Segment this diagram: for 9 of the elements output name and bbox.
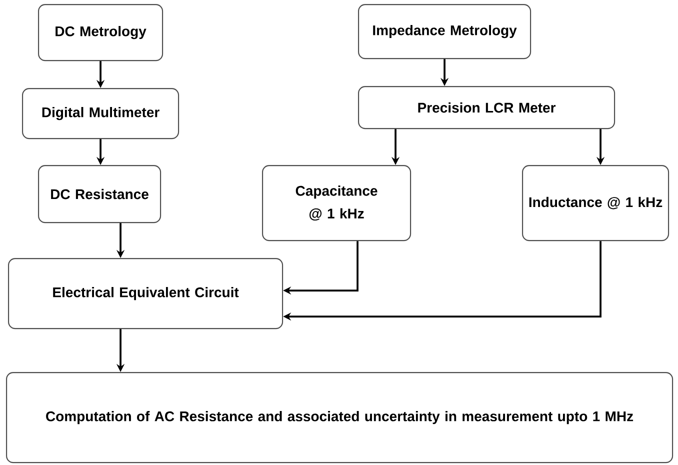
process-box: Digital Multimeter: [22, 88, 180, 140]
process-box: Electrical Equivalent Circuit: [8, 258, 284, 330]
process-box: Precision LCR Meter: [358, 86, 616, 130]
process-box: DC Resistance: [38, 165, 162, 224]
process-box: DC Metrology: [38, 4, 164, 62]
process-box: Impedance Metrology: [358, 4, 532, 60]
process-box: Computation of AC Resistance and associated uncertainty in measurement upto 1 MHz: [6, 372, 674, 464]
process-box: Capacitance @ 1 kHz: [262, 165, 412, 242]
process-box: Inductance @ 1 kHz: [522, 165, 670, 242]
